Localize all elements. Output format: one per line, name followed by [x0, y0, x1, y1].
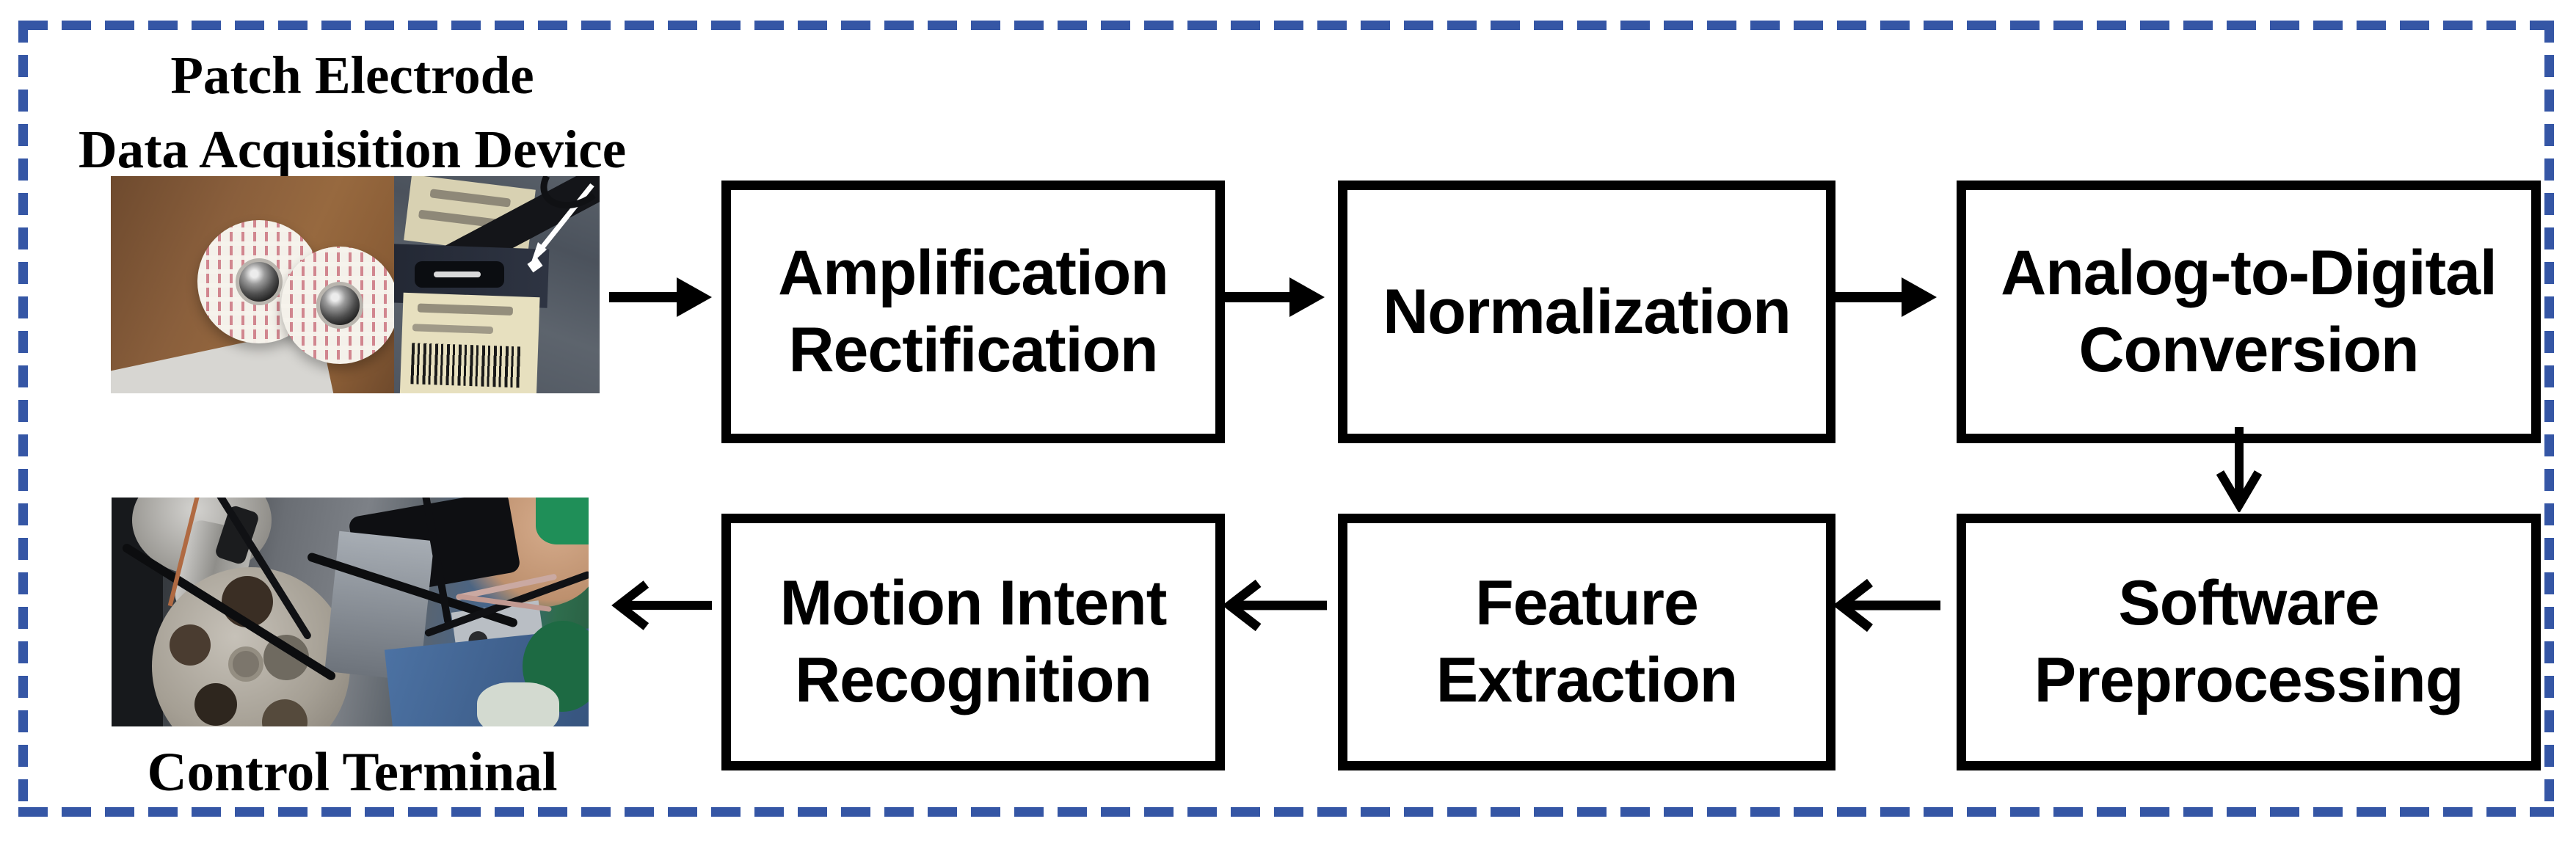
acquisition-device-panel	[394, 176, 600, 393]
disc-hub	[228, 646, 263, 682]
label-text-blur	[429, 189, 512, 208]
flow-box-label: Motion Intent Recognition	[779, 568, 1168, 715]
arrow-left-icon	[1222, 579, 1327, 632]
flow-box-software-preprocessing: Software Preprocessing	[1957, 514, 2541, 770]
flow-box-label: Analog-to-Digital Conversion	[2001, 238, 2497, 385]
flow-box-label: Amplification Rectification	[778, 238, 1169, 385]
label-text-blur	[412, 324, 494, 335]
device-port-pill	[415, 261, 504, 288]
source-device-label: Patch Electrode Data Acquisition Device	[73, 38, 631, 186]
flow-box-label: Software Preprocessing	[2034, 568, 2464, 715]
device-label-bottom	[399, 292, 540, 393]
electrode-patch	[281, 247, 399, 364]
white-blur	[477, 682, 559, 726]
label-text-blur	[417, 303, 514, 316]
dashed-border-top	[18, 21, 2554, 30]
flow-box-amplification-rectification: Amplification Rectification	[721, 181, 1225, 443]
arrow-right-icon	[1834, 277, 1937, 317]
source-device-label-line1: Patch Electrode	[170, 45, 534, 105]
electrode-snap	[236, 258, 283, 305]
disc-hole	[194, 683, 237, 726]
patch-electrode-photo	[111, 176, 600, 393]
pulley-disc	[152, 567, 350, 726]
flow-box-feature-extraction: Feature Extraction	[1338, 514, 1835, 770]
flow-box-normalization: Normalization	[1338, 181, 1835, 443]
port-text-blur	[434, 272, 481, 277]
dashed-border-right	[2544, 21, 2554, 817]
control-terminal-label: Control Terminal	[88, 735, 616, 809]
arrow-down-icon	[2216, 427, 2263, 512]
flow-box-label: Feature Extraction	[1436, 568, 1739, 715]
arrow-right-icon	[1222, 277, 1325, 317]
arrow-left-icon	[611, 580, 712, 630]
green-shirt	[536, 498, 589, 544]
cable	[540, 176, 596, 209]
flow-box-motion-intent-recognition: Motion Intent Recognition	[721, 514, 1225, 770]
arrow-right-icon	[609, 277, 712, 317]
disc-hole	[262, 699, 308, 726]
arrow-left-icon	[1833, 578, 1940, 633]
flow-box-label: Normalization	[1383, 276, 1791, 347]
dashed-border-bottom	[18, 807, 2554, 817]
electrode-snap	[316, 282, 363, 329]
control-terminal-photo	[112, 498, 589, 726]
control-terminal-label-text: Control Terminal	[147, 742, 558, 803]
barcode	[410, 343, 523, 388]
source-device-label-line2: Data Acquisition Device	[78, 120, 627, 179]
disc-hole	[170, 624, 211, 666]
flow-box-analog-to-digital-conversion: Analog-to-Digital Conversion	[1957, 181, 2541, 443]
dashed-border-left	[18, 21, 28, 817]
annotation-arrow-icon	[527, 183, 594, 273]
